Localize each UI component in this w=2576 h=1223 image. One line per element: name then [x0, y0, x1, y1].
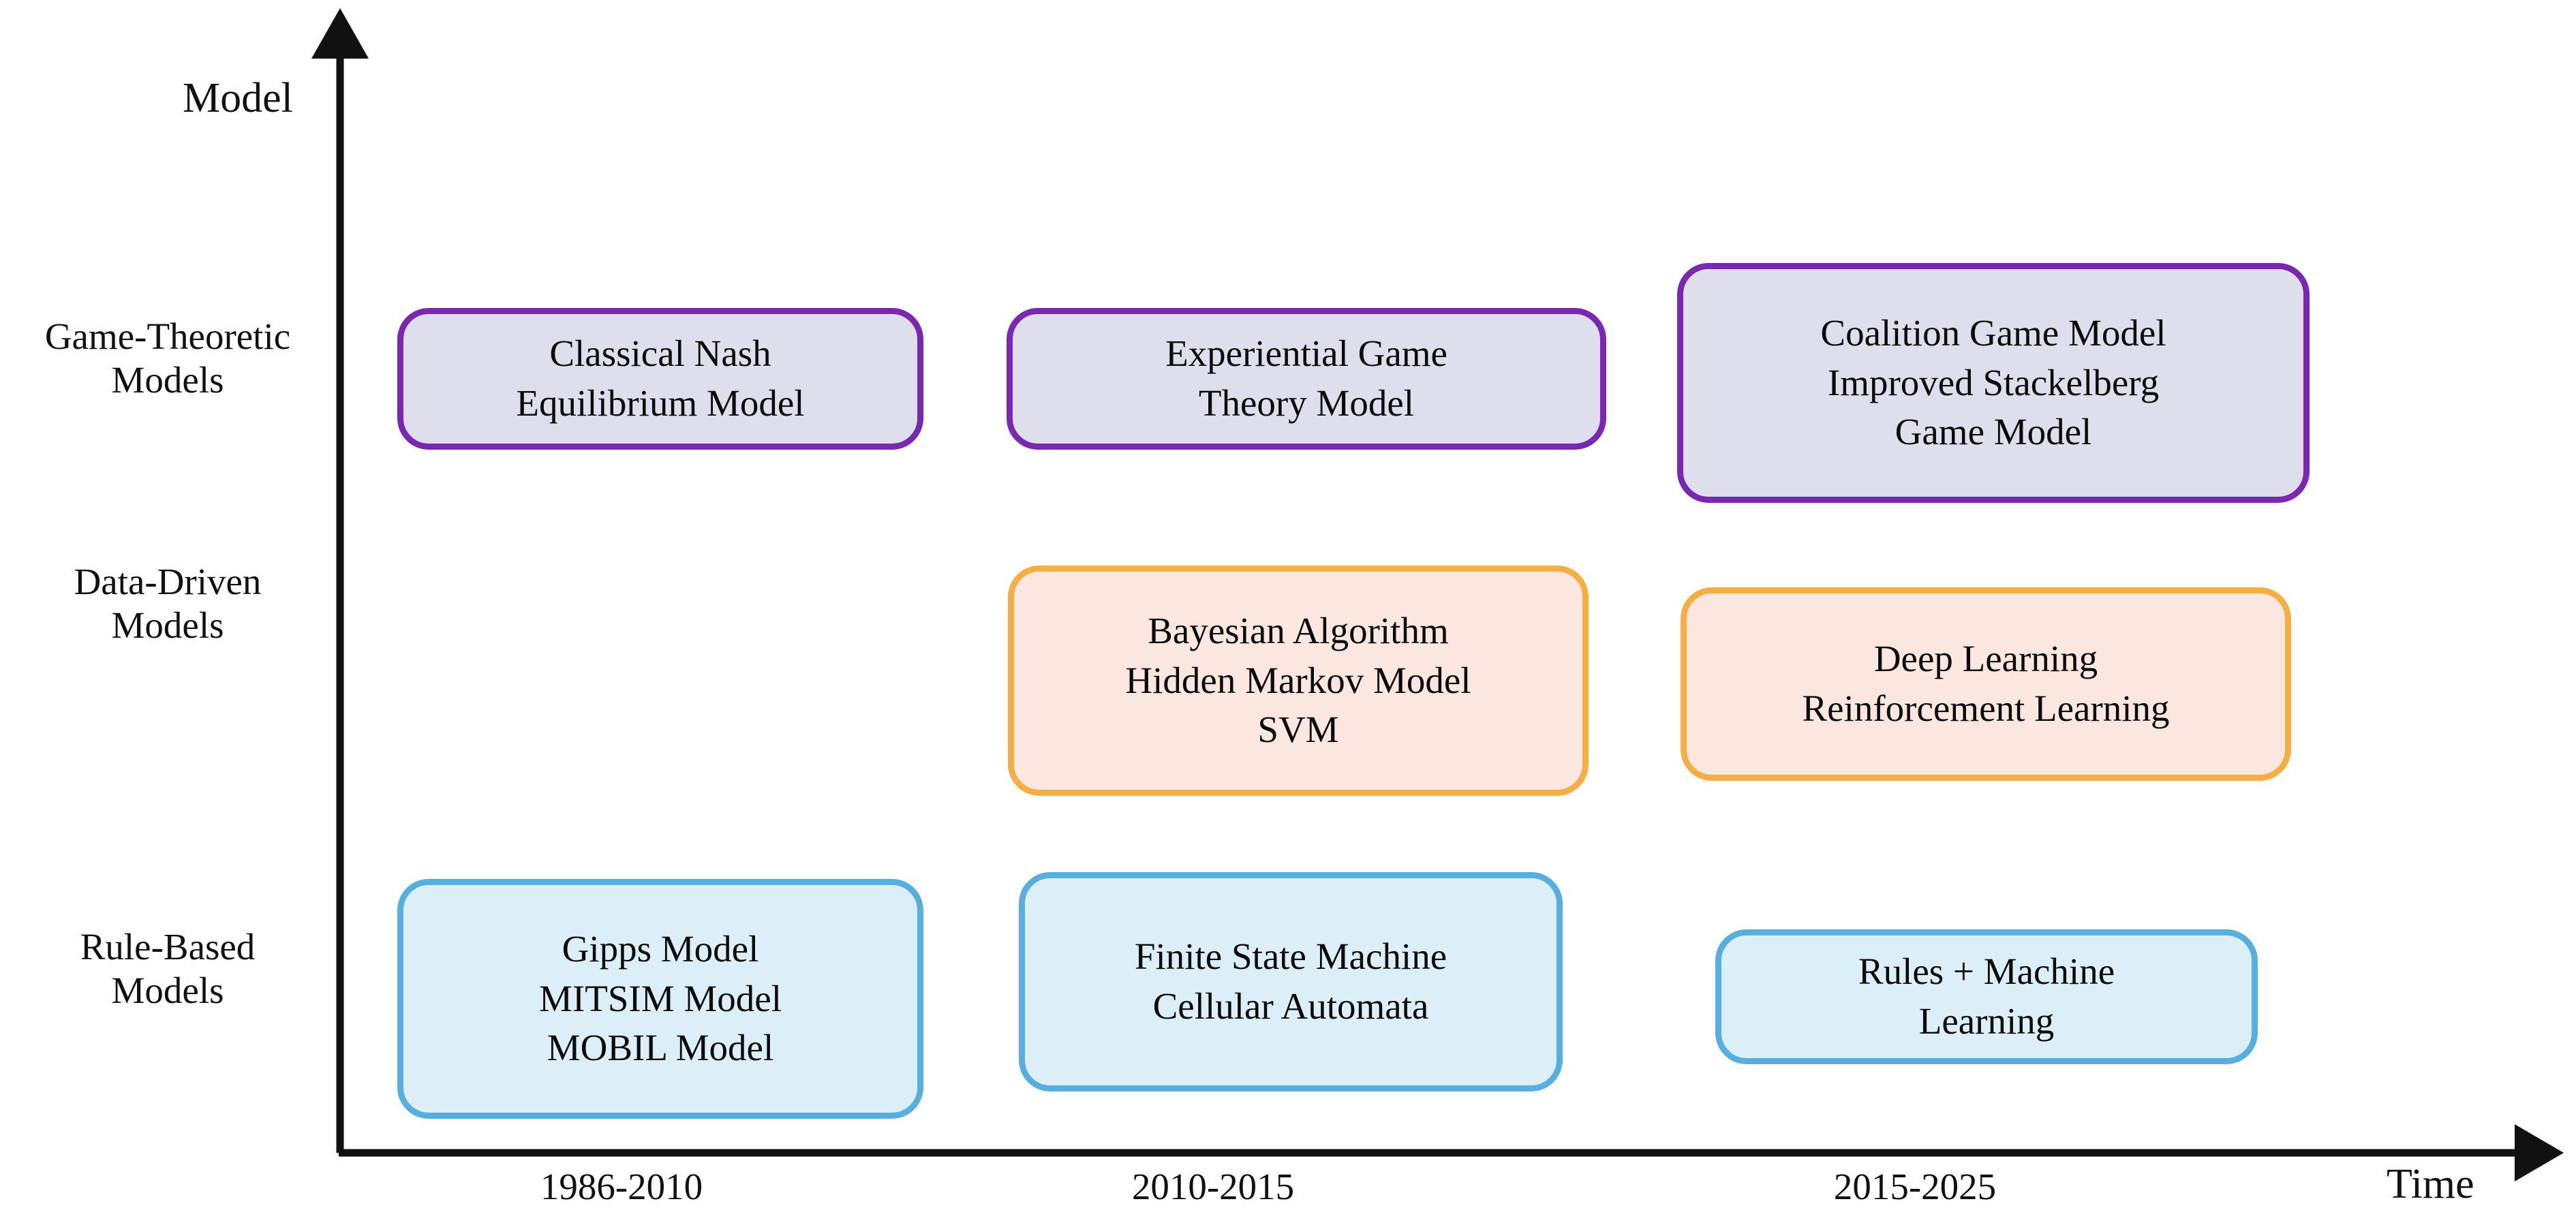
x-axis-title: Time	[2387, 1161, 2474, 1207]
x-tick-label-1986-2010: 1986-2010	[540, 1166, 703, 1207]
x-tick-label-2015-2025: 2015-2025	[1833, 1166, 1997, 1207]
y-axis-arrowhead	[311, 8, 369, 59]
x-tick-label-2010-2015: 2010-2015	[1131, 1166, 1295, 1207]
y-axis-title: Model	[183, 75, 293, 121]
x-axis-arrowhead	[2515, 1124, 2564, 1181]
